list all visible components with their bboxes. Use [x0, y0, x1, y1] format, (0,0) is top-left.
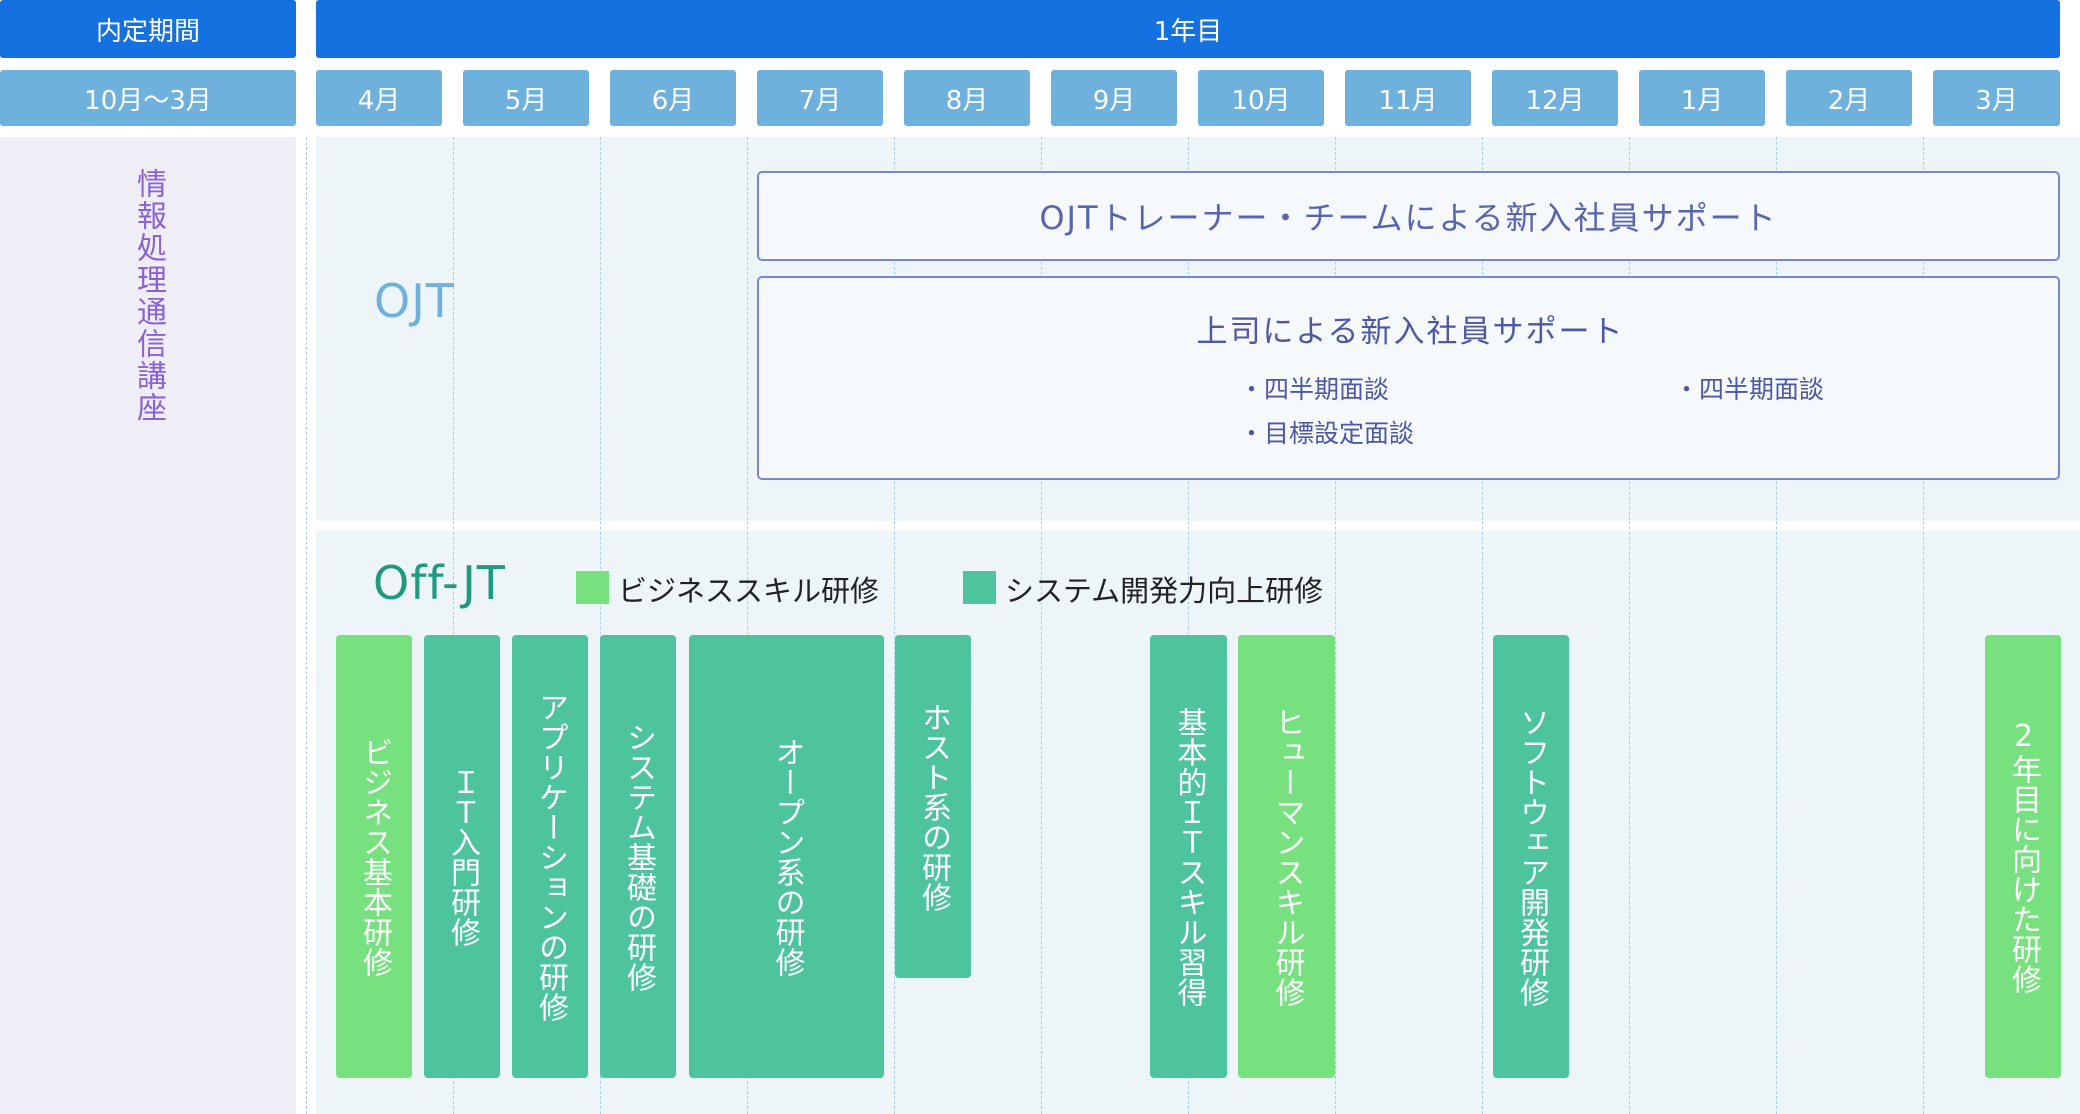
- training-bar-it-intro: ＩＴ入門研修: [424, 635, 500, 1078]
- month-label: 1月: [1680, 85, 1724, 116]
- grid-line: [1482, 137, 1483, 1114]
- ojt-trainer-support-box: OJTトレーナー・チームによる新入社員サポート: [757, 171, 2060, 261]
- training-bar-human-skills: ヒューマンスキル研修: [1238, 635, 1335, 1078]
- ojt-trainer-support-label: OJTトレーナー・チームによる新入社員サポート: [1039, 199, 1778, 237]
- pre-months-header: 10月〜3月: [0, 70, 296, 126]
- business-skill-legend-swatch: [576, 571, 609, 604]
- system-dev-legend-swatch: [963, 571, 996, 604]
- grid-line: [600, 137, 601, 1114]
- month-header-may: 5月: [463, 70, 589, 126]
- grid-line: [1776, 137, 1777, 1114]
- business-skill-legend-label: ビジネススキル研修: [618, 574, 880, 608]
- month-header-jul: 7月: [757, 70, 883, 126]
- goal-setting-interview-bullet: ・目標設定面談: [1239, 419, 1415, 448]
- month-label: 4月: [357, 85, 401, 116]
- month-header-nov: 11月: [1345, 70, 1471, 126]
- supervisor-support-box: 上司による新入社員サポート ・四半期面談 ・目標設定面談 ・四半期面談: [757, 276, 2060, 480]
- ojt-title: OJT: [374, 274, 455, 328]
- month-label: 2月: [1827, 85, 1871, 116]
- left-panel: [0, 137, 296, 1114]
- grid-line: [453, 137, 454, 1114]
- month-label: 10月: [1231, 85, 1291, 116]
- pre-months-label: 10月〜3月: [84, 85, 212, 116]
- training-bar-open-systems: オープン系の研修: [689, 635, 884, 1078]
- system-dev-legend-label: システム開発力向上研修: [1005, 574, 1324, 608]
- grid-line: [1335, 137, 1336, 1114]
- month-label: 3月: [1975, 85, 2018, 116]
- training-bar-basic-it-skills: 基本的ＩＴスキル習得: [1150, 635, 1227, 1078]
- pre-period-label: 内定期間: [95, 16, 200, 47]
- month-header-jan: 1月: [1639, 70, 1765, 126]
- quarterly-interview-bullet: ・四半期面談: [1674, 375, 1825, 404]
- grid-line: [1629, 137, 1630, 1114]
- month-header-sep: 9月: [1051, 70, 1177, 126]
- month-header-oct: 10月: [1198, 70, 1324, 126]
- grid-line: [1188, 137, 1189, 1114]
- month-label: 5月: [504, 85, 548, 116]
- month-header-aug: 8月: [904, 70, 1030, 126]
- month-header-apr: 4月: [316, 70, 442, 126]
- training-bar-host-systems: ホスト系の研修: [895, 635, 971, 978]
- grid-line: [894, 137, 895, 1114]
- year1-label: 1年目: [1153, 16, 1223, 47]
- month-header-mar: 3月: [1933, 70, 2060, 126]
- grid-line: [1923, 137, 1924, 1114]
- information-course-label: 情報処理通信講座: [131, 168, 166, 424]
- grid-line: [306, 137, 307, 1114]
- supervisor-support-title: 上司による新入社員サポート: [1196, 314, 1625, 350]
- grid-line: [747, 137, 748, 1114]
- month-label: 9月: [1092, 85, 1136, 116]
- training-bar-system-basics: システム基礎の研修: [600, 635, 676, 1078]
- quarterly-interview-bullet: ・四半期面談: [1239, 375, 1390, 404]
- pre-period-header: 内定期間: [0, 0, 296, 58]
- month-header-dec: 12月: [1492, 70, 1618, 126]
- grid-line: [1041, 137, 1042, 1114]
- month-header-feb: 2月: [1786, 70, 1912, 126]
- month-label: 7月: [798, 85, 842, 116]
- year1-header: 1年目: [316, 0, 2060, 58]
- month-label: 6月: [651, 85, 695, 116]
- month-label: 8月: [945, 85, 989, 116]
- month-label: 11月: [1378, 85, 1438, 116]
- training-bar-application: アプリケーションの研修: [512, 635, 588, 1078]
- training-bar-business-basics: ビジネス基本研修: [336, 635, 412, 1078]
- training-bar-software-dev: ソフトウェア開発研修: [1493, 635, 1569, 1078]
- month-label: 12月: [1525, 85, 1585, 116]
- month-header-jun: 6月: [610, 70, 736, 126]
- offjt-title: Off-JT: [373, 556, 506, 610]
- training-bar-year2-prep: 2年目に向けた研修: [1985, 635, 2061, 1078]
